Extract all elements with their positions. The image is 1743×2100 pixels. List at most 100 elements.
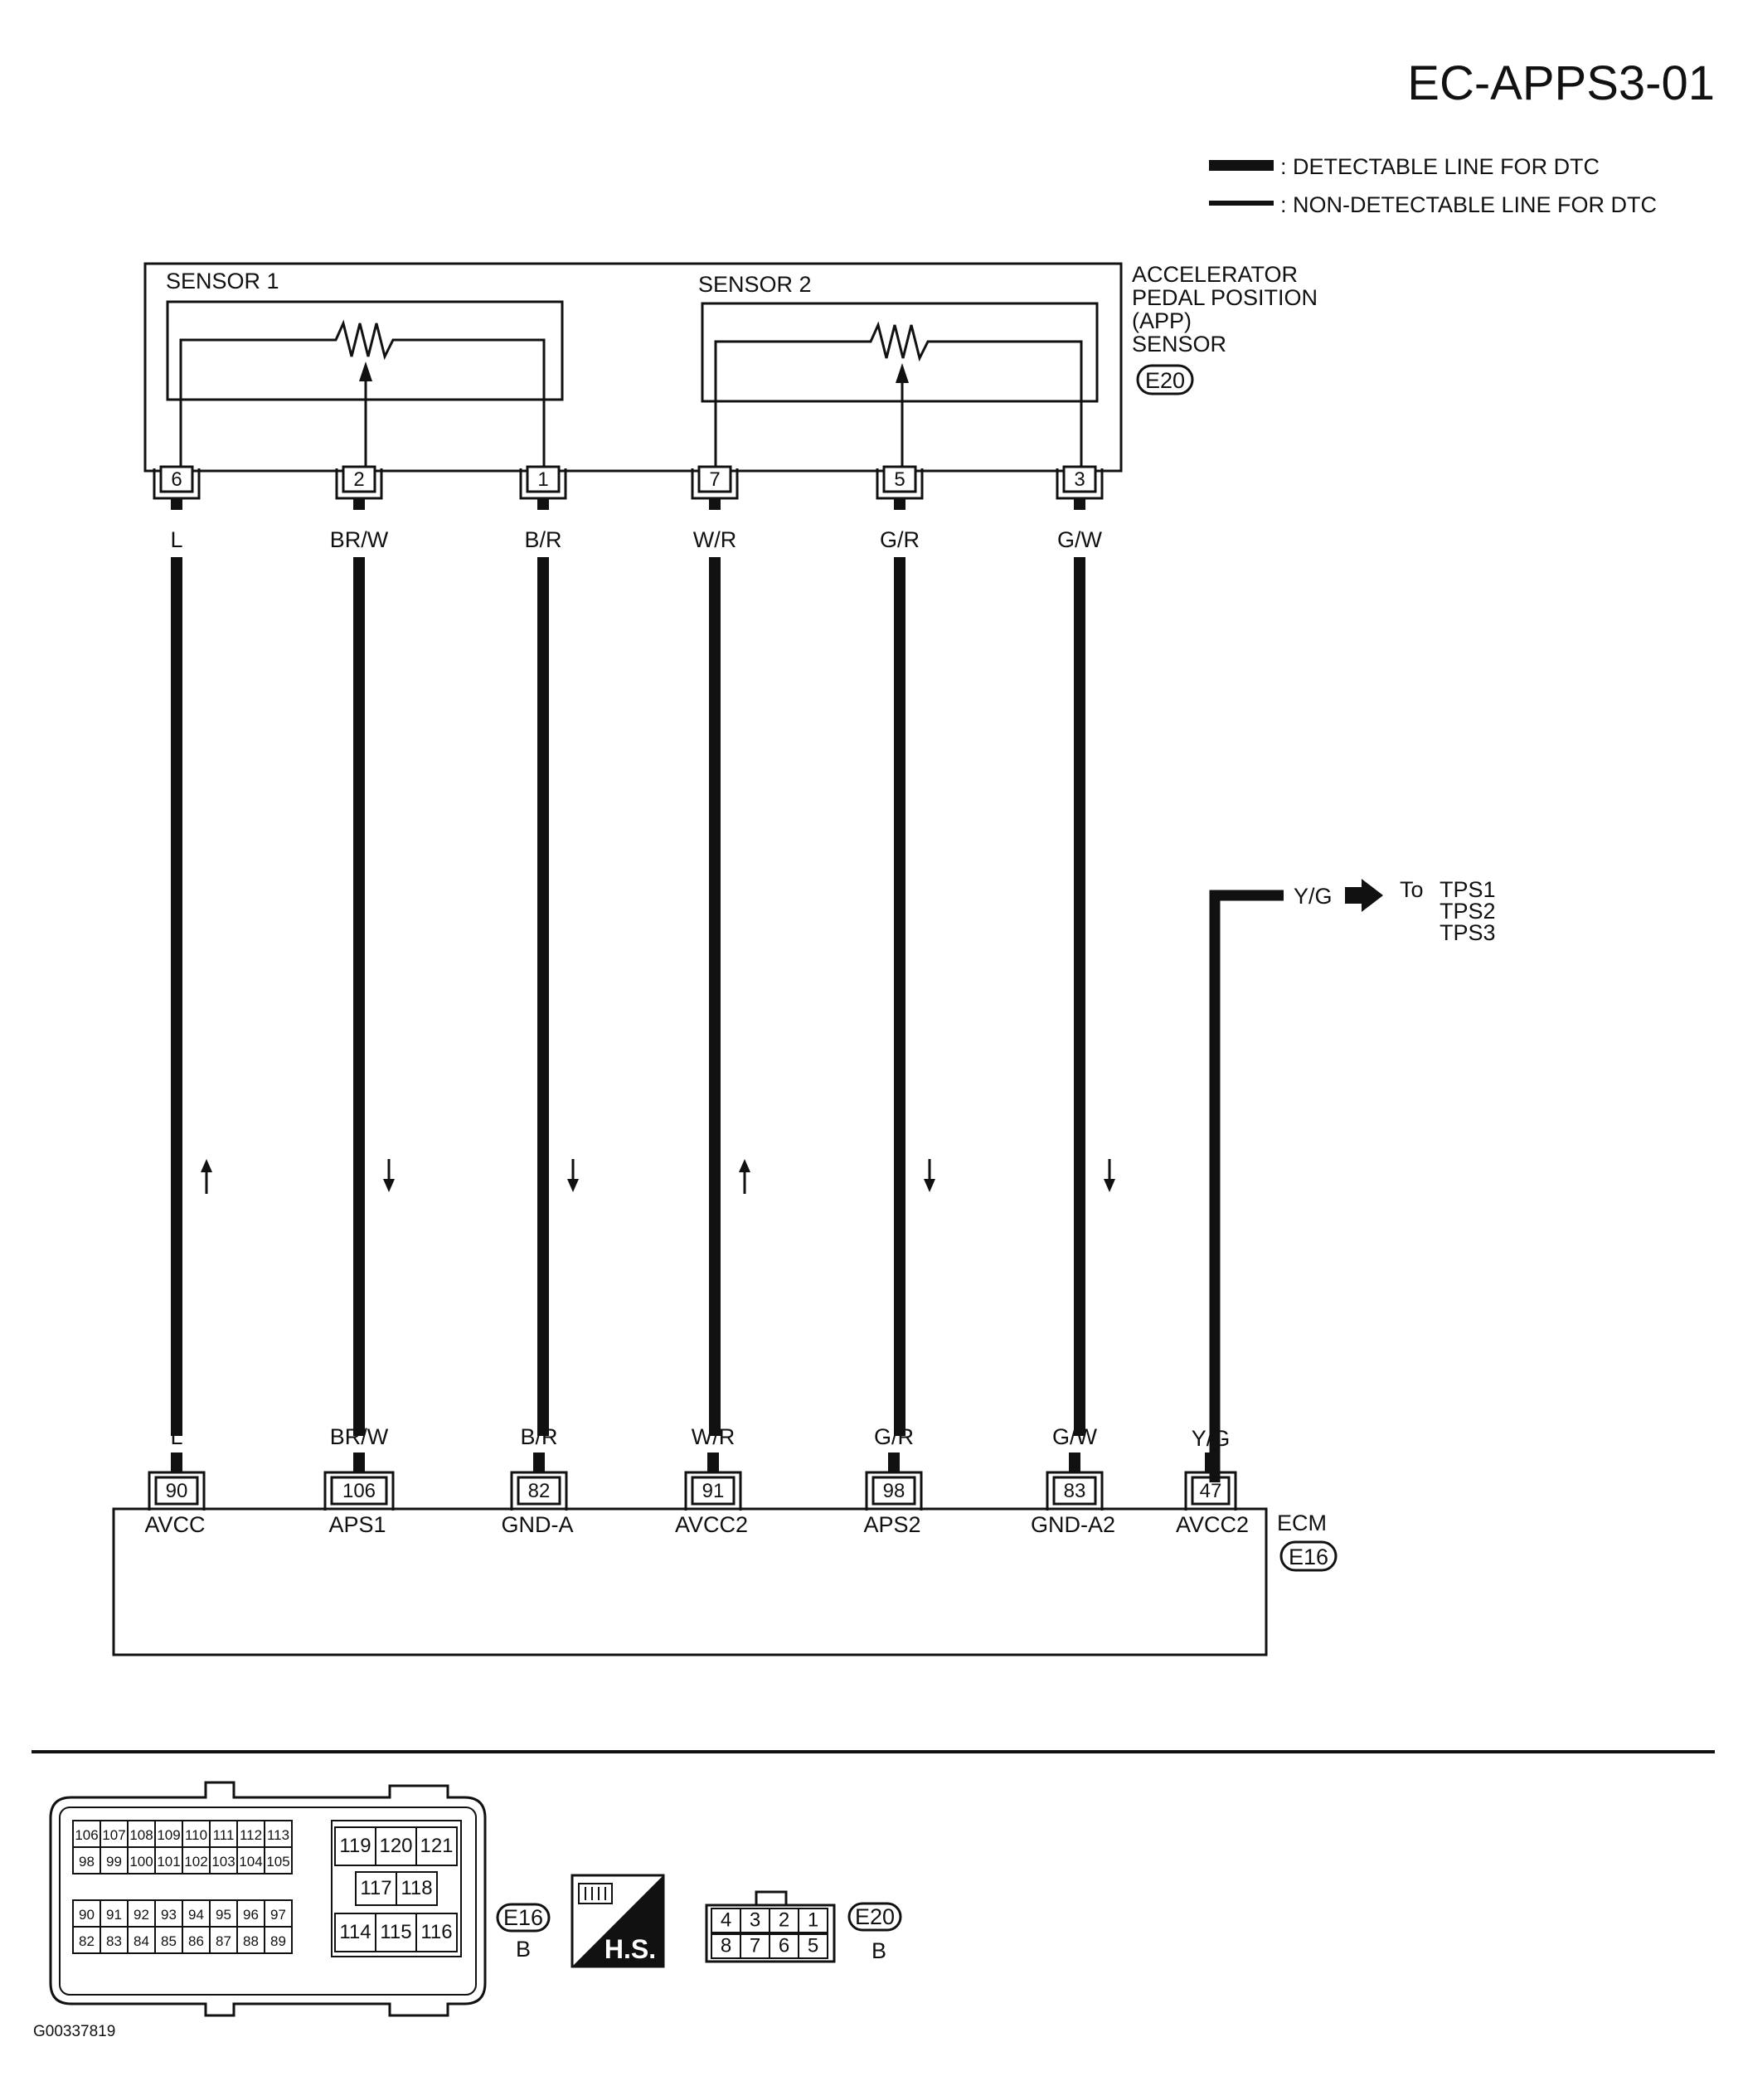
sensor-pin-1-box	[526, 465, 561, 493]
ecm-pin-bracket	[510, 1471, 568, 1511]
e16-pin-103: 103	[211, 1854, 235, 1870]
e20-pin-6: 6	[779, 1935, 789, 1957]
e20-pin-3: 3	[750, 1909, 760, 1932]
branch-wire	[1209, 890, 1284, 1482]
sensor-pin-6-number: 6	[171, 468, 182, 491]
legend-non-detectable-text: : NON-DETECTABLE LINE FOR DTC	[1280, 192, 1657, 217]
sensor-pin-3: 3	[1056, 465, 1104, 510]
sensor-pin-1-stub	[537, 498, 549, 510]
e16-pin-101: 101	[157, 1854, 180, 1870]
branch-target-3: TPS3	[1440, 920, 1496, 945]
sensor-name-line-1: ACCELERATOR	[1132, 262, 1298, 287]
signal-arrow-down-icon	[1104, 1179, 1115, 1192]
ecm-pin-90: 90	[148, 1471, 206, 1511]
e20-color-code: B	[872, 1938, 886, 1963]
wire-line-6	[1074, 557, 1085, 1436]
ecm-pin-83: 83	[1046, 1471, 1104, 1511]
legend: : DETECTABLE LINE FOR DTC : NON-DETECTAB…	[1209, 154, 1657, 217]
e16-pin-118: 118	[401, 1877, 432, 1899]
sensor-pin-5-box	[882, 465, 917, 493]
sensor-pin-3-box	[1062, 465, 1097, 493]
e16-pin-93: 93	[161, 1907, 177, 1923]
wires: 6LL90AVCC2BR/WBR/W106APS11B/RB/R82GND-A7…	[144, 465, 1249, 1537]
wire-color-top-1: L	[170, 527, 182, 552]
branch-arrow	[1345, 879, 1383, 912]
ecm-pin-box	[330, 1476, 388, 1506]
e20-pin-2: 2	[779, 1909, 789, 1932]
wire-color-bottom-4: W/R	[692, 1424, 735, 1449]
sensor-pin-5-stub	[894, 498, 905, 510]
sensor1-label: SENSOR 1	[166, 269, 279, 293]
branch: Y/G To TPS1 TPS2 TPS3	[1209, 877, 1496, 1482]
wire-line-4	[709, 557, 721, 1436]
branch-color-label: Y/G	[1294, 884, 1333, 909]
legend-thin-line	[1209, 201, 1274, 206]
sensor-name-line-4: SENSOR	[1132, 332, 1226, 356]
ecm-stub-3	[533, 1453, 545, 1472]
e16-pin-100: 100	[129, 1854, 153, 1870]
ecm-stub-1	[171, 1453, 182, 1472]
ecm-signal-gnd-a: GND-A	[502, 1512, 574, 1537]
ecm-signal-aps1: APS1	[328, 1512, 386, 1537]
ecm-name: ECM	[1277, 1511, 1327, 1535]
sensor-pin-5-number: 5	[894, 468, 905, 491]
branch-target-1: TPS1	[1440, 877, 1496, 902]
ecm-pin-box	[691, 1476, 736, 1506]
sensor-pin-3-number: 3	[1074, 468, 1085, 491]
e16-cell	[264, 1926, 293, 1954]
wire-color-top-2: BR/W	[330, 527, 389, 552]
e16-pin-110: 110	[185, 1827, 207, 1843]
sensor2-box	[701, 302, 1099, 403]
sensor-pin-5: 5	[876, 465, 924, 510]
wire-color-top-6: G/W	[1057, 527, 1103, 552]
signal-arrow-up-icon	[739, 1159, 750, 1172]
sensor-name-line-2: PEDAL POSITION	[1132, 285, 1318, 310]
wire-line-1	[171, 557, 182, 1436]
e16-cell	[264, 1846, 293, 1874]
e16-pin-117: 117	[360, 1877, 391, 1899]
ecm-signal-aps2: APS2	[863, 1512, 920, 1537]
e16-cell	[415, 1826, 458, 1866]
e16-pin-90: 90	[79, 1907, 95, 1923]
e16-pin-105: 105	[266, 1854, 289, 1870]
e20-pin-1: 1	[808, 1909, 818, 1932]
sensor-pin-3-stub	[1074, 498, 1085, 510]
sensor-pin-2-box	[342, 465, 376, 493]
ecm-pin-number: 47	[1200, 1480, 1222, 1502]
e16-pin-106: 106	[75, 1827, 98, 1843]
e16-pin-86: 86	[188, 1933, 204, 1949]
app-sensor-box	[143, 262, 1123, 473]
signal-arrow-up-icon	[201, 1159, 212, 1172]
e16-housing	[49, 1781, 487, 2017]
sensor-pin-7: 7	[691, 465, 739, 510]
e16-pin-92: 92	[134, 1907, 149, 1923]
sensor2-wiper-arrow	[896, 363, 909, 383]
figure-code: G00337819	[33, 2023, 115, 2040]
sensor-pin-2: 2	[335, 465, 383, 510]
ecm-pin-bracket	[684, 1471, 742, 1511]
e16-pin-108: 108	[129, 1827, 153, 1843]
ecm-stub-5	[888, 1453, 900, 1472]
e16-inner-housing	[59, 1807, 477, 1996]
e16-pin-116: 116	[420, 1921, 452, 1943]
legend-detectable-text: : DETECTABLE LINE FOR DTC	[1280, 154, 1600, 179]
wire-line-2	[353, 557, 365, 1436]
wire-color-bottom-1: L	[170, 1424, 182, 1449]
e16-pin-120: 120	[379, 1835, 412, 1857]
sensor-pin-6-box	[159, 465, 194, 493]
ecm-box	[112, 1507, 1268, 1656]
e16-pin-85: 85	[161, 1933, 177, 1949]
ecm-signal-avcc2: AVCC2	[675, 1512, 748, 1537]
ecm-stub-2	[353, 1453, 365, 1472]
e16-pin-113: 113	[267, 1827, 289, 1843]
ecm-stub-4	[707, 1453, 719, 1472]
e20-pin-8: 8	[721, 1935, 731, 1957]
sensor1-resistor-circuit	[179, 319, 546, 466]
ecm-stub-6	[1069, 1453, 1080, 1472]
